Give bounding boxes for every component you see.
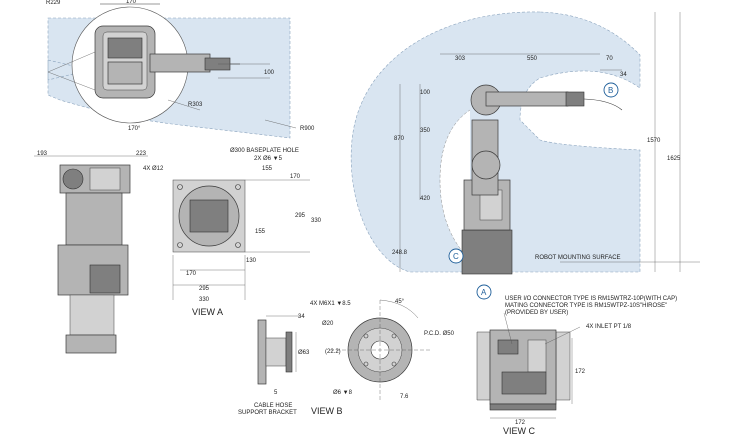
view-a-title: VIEW A	[192, 307, 223, 317]
dim-248-8: 248.8	[392, 250, 408, 256]
bracket-dim-34: 34	[298, 314, 305, 320]
side-view-wrist	[565, 91, 585, 107]
front-view-arm	[65, 192, 123, 246]
dim-r900: R900	[300, 126, 315, 132]
dim-170-deg: 170°	[128, 126, 141, 132]
bracket-caption-2: SUPPORT BRACKET	[238, 410, 297, 416]
dim-350: 350	[420, 128, 431, 134]
view-c: A USER I/O CONNECTOR TYPE IS RM15WTRZ-10…	[476, 284, 677, 434]
callout-a: A	[481, 288, 487, 297]
view-a: 4X Ø12 Ø300 BASEPLATE HOLE 2X Ø6 ▼5 155 …	[143, 148, 322, 317]
view-b-tapped-holes: 4X M6X1 ▼8.5	[310, 301, 351, 307]
callout-c-circle	[448, 248, 464, 264]
top-view: R229 170 100 R303 R900 170°	[46, 0, 315, 139]
view-b-7-6: 7.6	[400, 394, 409, 400]
front-view: 193 223	[34, 151, 148, 354]
dim-a-330-right: 330	[311, 218, 322, 224]
view-c-note-2: MATING CONNECTOR TYPE IS RM15WTPZ-10S"HI…	[505, 303, 667, 309]
dim-a-155-mid: 155	[255, 229, 266, 235]
dim-a-170-bottom: 170	[186, 271, 197, 277]
view-c-inlet: 4X INLET PT 1/8	[586, 324, 632, 330]
dim-1570: 1570	[647, 138, 661, 144]
bracket-caption-1: CABLE HOSE	[254, 403, 292, 409]
view-c-dim-172-h: 172	[515, 420, 526, 426]
dim-a-295-bottom: 295	[199, 286, 210, 292]
callout-b-circle	[603, 82, 619, 98]
dim-a-330-bottom: 330	[199, 297, 210, 303]
view-b-dia-20: Ø20	[322, 321, 334, 327]
dim-side-100: 100	[420, 90, 431, 96]
front-view-base	[69, 294, 115, 336]
view-b-45-deg: 45°	[395, 299, 405, 305]
dim-a-130: 130	[246, 258, 257, 264]
view-c-dim-172-v: 172	[575, 369, 586, 375]
dim-r303: R303	[188, 102, 203, 108]
view-b-dowel: Ø6 ▼8	[333, 390, 353, 396]
side-view-upper-arm	[485, 91, 569, 107]
view-b-pcd: P.C.D. Ø50	[424, 331, 455, 337]
callout-a-circle	[476, 284, 492, 300]
dim-34: 34	[620, 72, 627, 78]
dim-70: 70	[606, 56, 613, 62]
callout-b: B	[608, 86, 613, 95]
view-a-2x-holes: 2X Ø6 ▼5	[254, 156, 283, 162]
dim-top-170: 170	[126, 0, 137, 5]
cable-bracket: 34 Ø63 5 CABLE HOSE SUPPORT BRACKET	[238, 314, 310, 416]
dim-223: 223	[136, 151, 147, 157]
dim-420: 420	[420, 196, 431, 202]
view-c-note-1: USER I/O CONNECTOR TYPE IS RM15WTRZ-10P(…	[505, 296, 677, 302]
view-c-note-3: (PROVIDED BY USER)	[505, 310, 568, 316]
dim-a-295-right: 295	[295, 213, 306, 219]
dim-550: 550	[527, 56, 538, 62]
view-c-title: VIEW C	[503, 426, 536, 434]
side-view: 303 550 70 34 100 350 870 420 248.8 1570…	[350, 11, 700, 275]
view-b: 4X M6X1 ▼8.5 Ø20 (22.2) P.C.D. Ø50 Ø6 ▼8…	[310, 299, 455, 416]
view-a-4x-holes: 4X Ø12	[143, 166, 164, 172]
bracket-plate	[257, 319, 267, 385]
dim-top-100: 100	[264, 70, 275, 76]
robot-mounting-surface-label: ROBOT MOUNTING SURFACE	[535, 255, 621, 261]
dim-a-170-right: 170	[290, 174, 301, 180]
dim-r229: R229	[46, 0, 61, 6]
top-view-arm	[149, 53, 211, 73]
callout-c: C	[453, 252, 459, 261]
bracket-dim-5: 5	[274, 390, 278, 396]
dim-303: 303	[455, 56, 466, 62]
dim-1625: 1625	[667, 156, 681, 162]
view-b-22-2: (22.2)	[325, 349, 341, 355]
view-a-baseplate-hole: Ø300 BASEPLATE HOLE	[230, 148, 299, 154]
view-b-title: VIEW B	[311, 406, 343, 416]
bracket-dim-63: Ø63	[298, 350, 310, 356]
dim-870: 870	[394, 136, 405, 142]
side-view-base	[461, 229, 513, 275]
dim-193: 193	[37, 151, 48, 157]
dim-a-155-top: 155	[262, 166, 273, 172]
